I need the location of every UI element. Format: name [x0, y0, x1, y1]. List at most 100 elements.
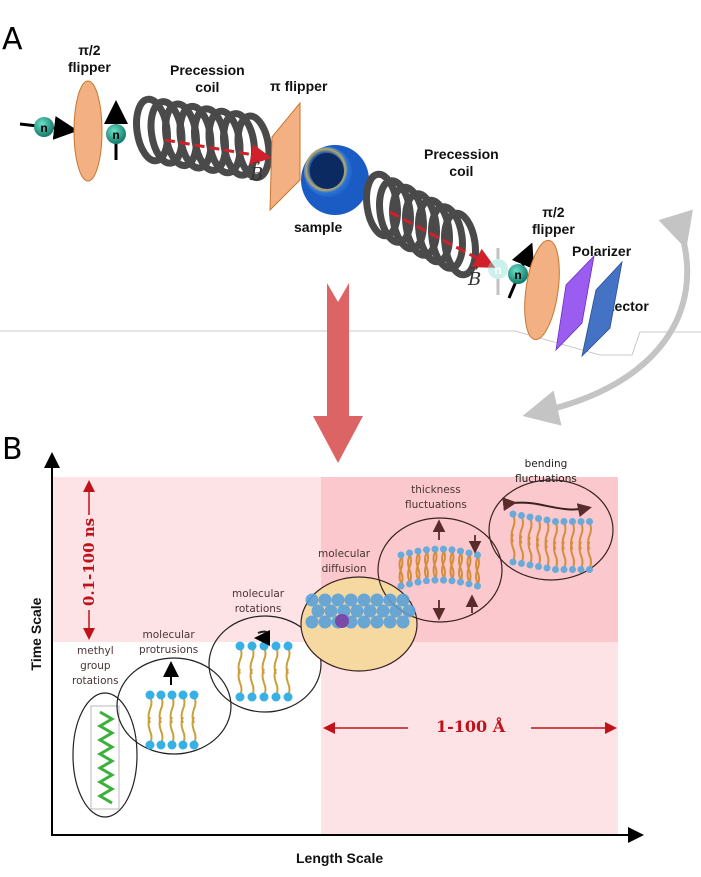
lipid-tail [519, 535, 524, 564]
lipid-head [560, 518, 568, 525]
pi-half-flipper-1 [73, 80, 103, 182]
lipid-head [396, 593, 410, 607]
lipid-tail [249, 668, 255, 698]
lipid-head [156, 690, 166, 700]
methyl-chain [97, 710, 115, 805]
lipid-head [259, 692, 269, 702]
lipid-head [509, 510, 517, 518]
lipid-tail [466, 555, 472, 585]
lipid-head [357, 615, 371, 629]
lipid-head [383, 615, 397, 629]
lipid-tail [415, 553, 421, 583]
lipid-head [448, 546, 456, 554]
lipid-head [414, 547, 422, 555]
lipid-head [396, 615, 410, 629]
lipid-head [397, 551, 405, 559]
lipid-tail [475, 557, 480, 587]
lipid-head [389, 604, 403, 618]
lipid-head [518, 560, 525, 567]
curved-double-arrow [522, 209, 693, 426]
panel-a-letter: A [2, 22, 23, 57]
lipid-head [440, 545, 447, 553]
rotation-arrow [254, 629, 271, 646]
methyl-ellipse [72, 692, 138, 818]
lipid-head [509, 558, 517, 566]
lipid-tail [458, 553, 463, 583]
lipid-head [535, 563, 542, 570]
lipid-tail [261, 668, 267, 698]
coil-turn [220, 110, 258, 179]
lipid-head [586, 518, 593, 525]
lipid-head [431, 545, 439, 553]
lipid-head [247, 692, 257, 702]
lipid-head [552, 518, 559, 525]
neutron-spin-up: n [104, 100, 128, 160]
lipid-head [423, 577, 430, 585]
lipid-tail [273, 668, 279, 698]
lipid-tail [398, 557, 404, 587]
lipid-head [178, 690, 188, 700]
lipid-head [406, 549, 413, 557]
lipid-head [448, 577, 456, 585]
lipid-head [318, 615, 332, 629]
lipid-head [318, 593, 332, 607]
lipid-head [586, 566, 593, 573]
lipid-head [350, 604, 364, 618]
lipid-head [259, 641, 269, 651]
carbon-chain [97, 710, 115, 805]
lipid-head [535, 515, 542, 522]
rotations-ellipse [208, 615, 322, 713]
lipid-head [178, 740, 188, 750]
lipid-head [189, 740, 199, 750]
pi-flipper [269, 101, 301, 212]
lipid-tail [285, 668, 291, 698]
lipid-tail [169, 716, 175, 746]
field-symbol-2: B [467, 269, 481, 290]
lipid-head [311, 604, 325, 618]
transition-arrow [313, 283, 363, 463]
lipid-head [156, 740, 166, 750]
lipid-tail [432, 551, 438, 581]
lipid-head [526, 561, 534, 569]
lipid-tail [544, 539, 550, 569]
lipid-tail [237, 668, 243, 698]
protrusions-ellipse [116, 657, 232, 755]
length-range-label: 1-100 Å [436, 717, 506, 736]
lipid-head [569, 566, 576, 573]
lipid-tail [570, 541, 575, 570]
lipid-tail [180, 716, 186, 746]
lipid-head [423, 546, 430, 554]
lipid-tail [424, 552, 429, 582]
lipid-head [370, 593, 384, 607]
lipid-head [474, 582, 481, 590]
lipid-tail [147, 716, 153, 746]
lipid-head [457, 547, 464, 555]
lipid-head [518, 512, 525, 519]
pi-flipper-label: π flipper [270, 78, 328, 94]
lipid-tail [553, 541, 558, 570]
lipid-head [543, 516, 551, 524]
lipid-tail [449, 552, 455, 582]
lipid-head [440, 576, 447, 584]
methyl-molecule [90, 705, 120, 810]
svg-text:n: n [514, 268, 521, 282]
lipid-head [357, 593, 371, 607]
lipid-head [283, 692, 293, 702]
lipid-tail [587, 541, 592, 570]
panel-b-letter: B [2, 432, 23, 467]
lipid-head [376, 604, 390, 618]
svg-text:n: n [112, 128, 119, 142]
y-axis-title: Time Scale [28, 597, 44, 671]
lipid-head [577, 518, 585, 525]
lipid-tail [191, 716, 197, 746]
lipid-head [235, 692, 245, 702]
